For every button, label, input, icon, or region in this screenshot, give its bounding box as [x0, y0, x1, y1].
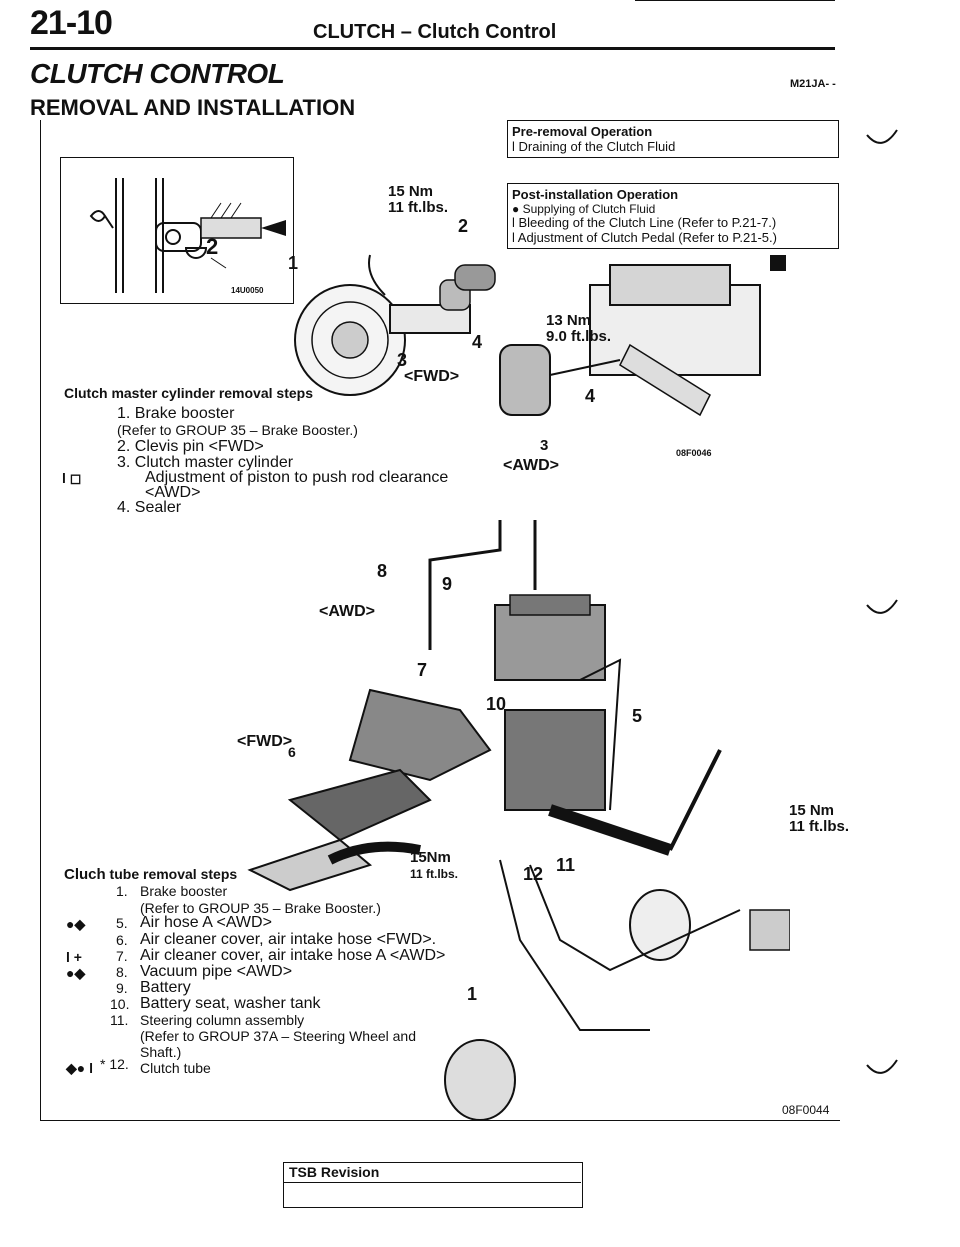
section-code: M21JA- -: [790, 78, 836, 90]
torque-spec: 15Nm 11 ft.lbs.: [410, 850, 458, 882]
service-mark: ●◆: [66, 965, 86, 981]
section-title: CLUTCH CONTROL: [30, 58, 285, 89]
master-cylinder-illustration: [294, 254, 786, 417]
step-number: 11.: [110, 1012, 129, 1028]
step-text: Air hose A <AWD>: [140, 914, 272, 931]
callout-number: 2: [458, 216, 469, 236]
step-text: Clutch tube: [140, 1060, 211, 1076]
header-top-rule: [635, 0, 835, 1]
step-text: Battery seat, washer tank: [140, 995, 321, 1012]
pre-removal-heading: Pre-removal Operation: [512, 124, 653, 139]
step-item: 2. Clevis pin <FWD>: [117, 438, 264, 455]
service-mark: ◆● l: [66, 1060, 94, 1076]
binder-marks: [866, 129, 898, 1074]
post-installation-heading: Post-installation Operation: [512, 187, 679, 202]
awd-label: <AWD>: [503, 457, 560, 474]
post-installation-item: l Adjustment of Clutch Pedal (Refer to P…: [512, 230, 777, 245]
service-mark: l ◻: [62, 470, 82, 486]
post-installation-item: l Bleeding of the Clutch Line (Refer to …: [512, 215, 777, 230]
fwd-label: <FWD>: [237, 733, 293, 750]
pre-removal-box: Pre-removal Operation l Draining of the …: [507, 120, 839, 158]
callout-number: 10: [486, 694, 507, 714]
tube-steps-heading: Cluch tube removal steps: [64, 866, 237, 883]
callout-number: 9: [442, 574, 453, 594]
step-text: Air cleaner cover, air intake hose A <AW…: [140, 947, 446, 964]
step-text: (Refer to GROUP 37A – Steering Wheel and: [140, 1028, 416, 1044]
awd-label: <AWD>: [319, 603, 376, 620]
step-number: 1.: [116, 883, 128, 899]
callout-number: 12: [523, 864, 544, 884]
torque-ftlbs: 9.0 ft.lbs.: [546, 328, 612, 345]
post-installation-box: Post-installation Operation ● Supplying …: [507, 183, 839, 249]
step-item: 4. Sealer: [117, 499, 182, 516]
torque-nm: 15 Nm: [388, 183, 434, 200]
page-frame-bottom: [40, 1120, 840, 1121]
callout-number: 4: [585, 386, 596, 406]
callout-number: 1: [288, 253, 299, 273]
page-frame-left: [40, 120, 41, 1120]
callout-number: 5: [632, 706, 643, 726]
page-number: 21-10: [30, 4, 113, 42]
torque-spec: 15 Nm 11 ft.lbs.: [789, 803, 849, 835]
fwd-label: <FWD>: [404, 368, 460, 385]
figure-code: 08F0046: [676, 448, 712, 458]
pre-removal-item: l Draining of the Clutch Fluid: [512, 139, 676, 154]
callout-number: 3: [540, 437, 549, 454]
clevis-pin-illustration: [89, 178, 286, 293]
torque-spec: 15 Nm 11 ft.lbs.: [388, 184, 448, 216]
step-text: Steering column assembly: [140, 1012, 305, 1028]
service-mark: l +: [66, 949, 82, 965]
torque-spec: 13 Nm 9.0 ft.lbs.: [546, 313, 611, 345]
step-number: 6.: [116, 932, 128, 948]
callout-number: 1: [467, 984, 478, 1004]
step-item: <AWD>: [145, 484, 201, 501]
tsb-revision-label: TSB Revision: [289, 1164, 380, 1180]
clutch-tube-illustration: [247, 520, 790, 1120]
tsb-revision-divider: [283, 1182, 581, 1183]
step-text: Vacuum pipe <AWD>: [140, 963, 293, 980]
chapter-title: CLUTCH – Clutch Control: [313, 21, 557, 43]
step-text: Air cleaner cover, air intake hose <FWD>…: [140, 931, 437, 948]
step-number: 8.: [116, 964, 128, 980]
step-number: 5.: [116, 915, 128, 931]
torque-nm: 15 Nm: [789, 802, 835, 819]
step-item: 1. Brake booster: [117, 405, 235, 422]
torque-ftlbs: 11 ft.lbs.: [410, 867, 459, 881]
torque-nm: 13 Nm: [546, 312, 592, 329]
tube-steps-heading-rest: tube removal steps: [105, 866, 238, 882]
step-item: 3. Clutch master cylinder: [117, 454, 294, 471]
step-number: * 12.: [100, 1056, 129, 1072]
torque-ftlbs: 11 ft.lbs.: [789, 818, 850, 835]
step-text: (Refer to GROUP 35 – Brake Booster.): [140, 900, 381, 916]
step-text: Battery: [140, 979, 191, 996]
tsb-revision-box: [283, 1162, 583, 1208]
callout-number: 3: [397, 350, 408, 370]
callout-number: 8: [377, 561, 388, 581]
callout-number: 7: [417, 660, 428, 680]
torque-ftlbs: 11 ft.lbs.: [388, 199, 449, 216]
step-text: Brake booster: [140, 883, 228, 899]
step-number: 7.: [116, 948, 128, 964]
service-mark: ●◆: [66, 916, 86, 932]
figure-code: 08F0044: [782, 1103, 830, 1117]
callout-number: 11: [556, 855, 576, 875]
post-installation-item: ● Supplying of Clutch Fluid: [512, 202, 656, 216]
step-number: 10.: [110, 996, 130, 1012]
master-cylinder-steps-heading: Clutch master cylinder removal steps: [64, 385, 313, 401]
header-rule: [30, 47, 835, 50]
inset-figure-code: 14U0050: [231, 286, 264, 295]
callout-number: 4: [472, 332, 483, 352]
tube-steps-heading-bold: Cluch: [64, 866, 106, 883]
step-text: Shaft.): [140, 1044, 182, 1060]
section-subtitle: REMOVAL AND INSTALLATION: [30, 95, 356, 120]
inset-callout: 2: [206, 234, 219, 259]
clevis-inset-figure: 2 14U0050: [60, 157, 294, 304]
torque-nm: 15Nm: [410, 849, 451, 866]
step-item: Adjustment of piston to push rod clearan…: [145, 469, 449, 486]
step-number: 9.: [116, 980, 128, 996]
step-item: (Refer to GROUP 35 – Brake Booster.): [117, 422, 358, 438]
callout-number: 6: [288, 744, 296, 760]
